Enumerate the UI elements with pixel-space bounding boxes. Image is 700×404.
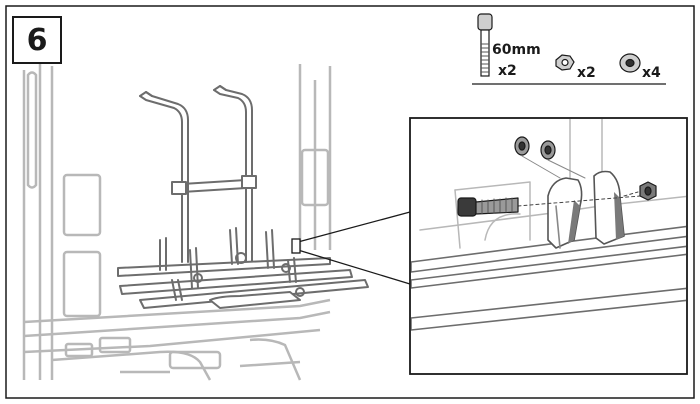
bolt-icon [477,13,493,77]
washer-detail [514,136,586,179]
washer-icon [619,53,641,73]
callout-pointer [291,211,411,285]
step-number: 6 [12,16,62,64]
nut-detail [623,181,657,201]
hardware-icons [472,13,666,85]
detail-inset [409,117,688,375]
caravan-body [22,62,332,381]
washer-qty-label: x4 [642,65,661,81]
outer-frame [5,5,695,399]
bike-rack [117,85,369,309]
bolt-length-label: 60mm [492,42,541,58]
nut-icon [555,54,575,71]
bolt-qty-label: x2 [498,63,517,79]
nut-qty-label: x2 [577,65,596,81]
bolt-detail [457,197,519,217]
